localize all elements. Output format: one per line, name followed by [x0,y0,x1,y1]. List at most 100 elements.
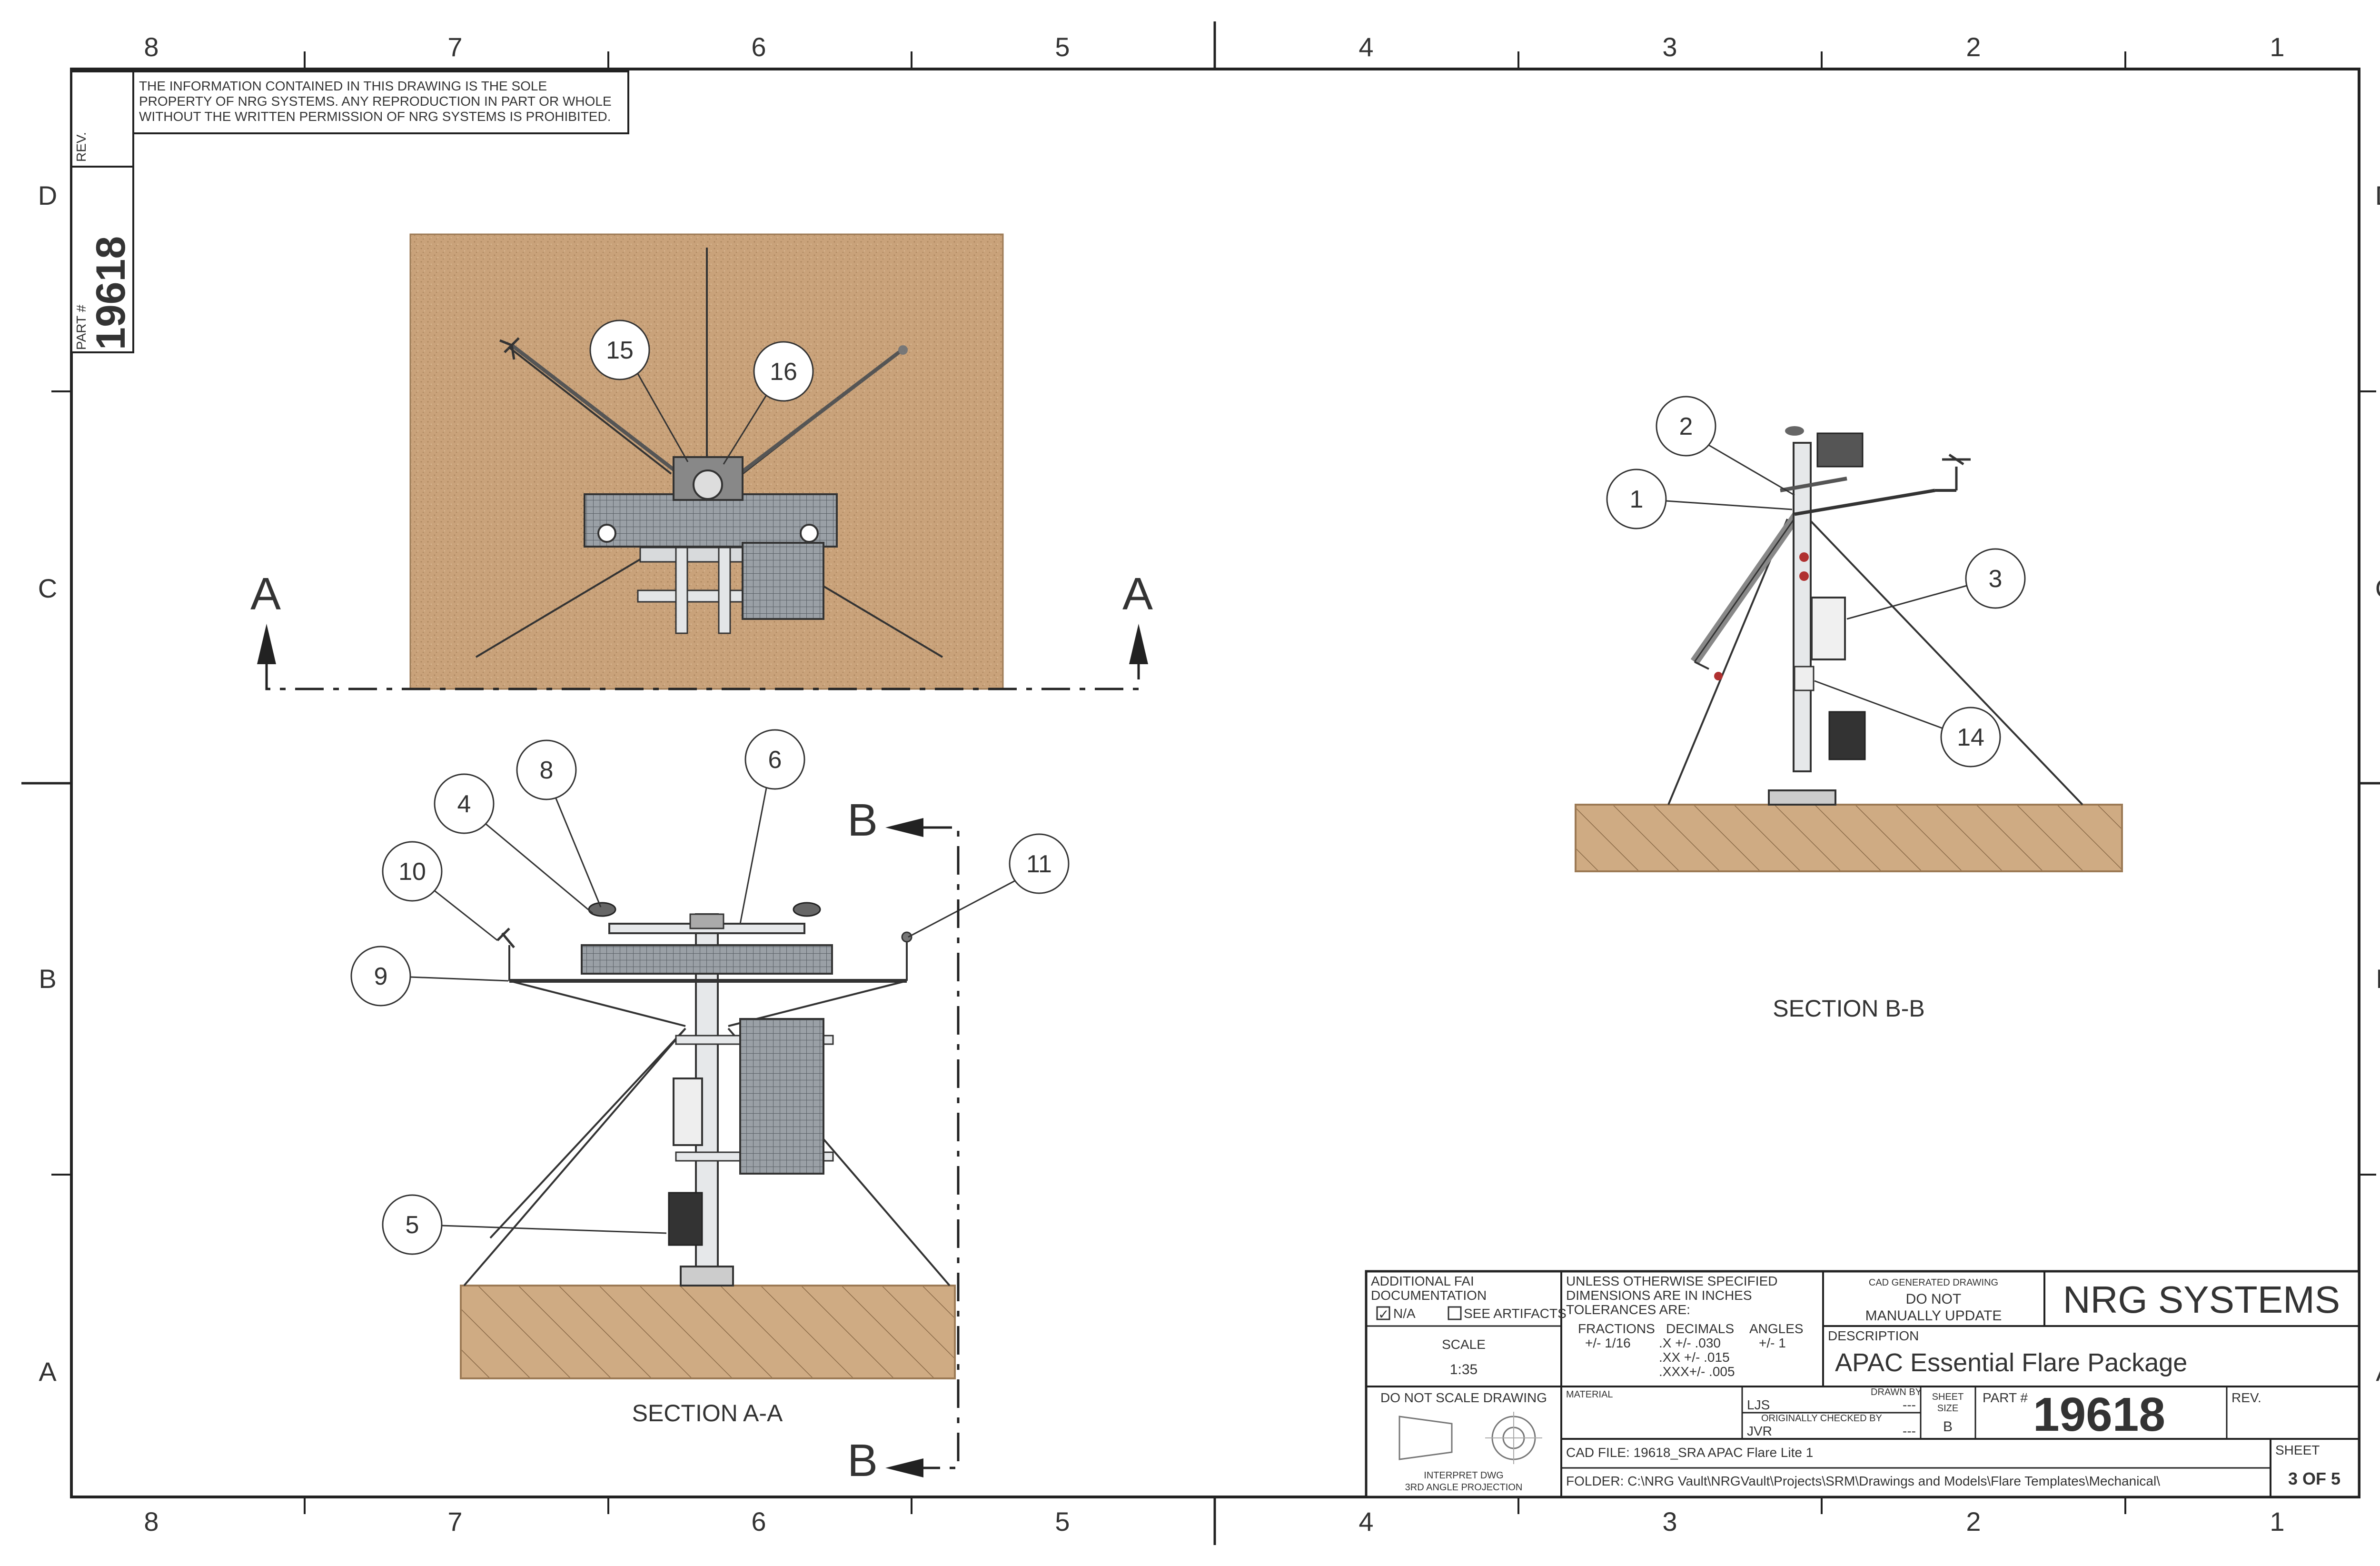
section-aa-ground [460,1285,956,1379]
svg-text:8: 8 [540,757,554,784]
tb-scale-label: SCALE [1442,1337,1486,1352]
zone-col-bottom-7: 7 [447,1506,462,1536]
section-bb-caption: SECTION B-B [1773,995,1924,1022]
balloon-10: 10 [382,841,498,941]
tb-fai-line1: ADDITIONAL FAI [1371,1274,1474,1288]
tb-interpret-line1: INTERPRET DWG [1424,1470,1503,1481]
notice-line-2: PROPERTY OF NRG SYSTEMS. ANY REPRODUCTIO… [139,94,612,109]
zone-row-right-d: D [2375,180,2380,210]
tb-angles-value: +/- 1 [1759,1336,1786,1350]
zone-col-top-4: 4 [1359,32,1373,62]
tb-scale-value: 1:35 [1450,1362,1478,1377]
top-view-solar-array [584,493,838,548]
side-part-number: 19618 [88,236,134,350]
tb-cad-file: CAD FILE: 19618_SRA APAC Flare Lite 1 [1566,1445,1813,1460]
svg-text:16: 16 [770,358,797,386]
zone-col-top-7: 7 [447,32,462,62]
top-view [409,233,1004,690]
balloon-4: 4 [434,773,593,914]
tb-interpret-line2: 3RD ANGLE PROJECTION [1405,1482,1523,1493]
tb-tol-line3: TOLERANCES ARE: [1566,1302,1690,1317]
tb-fractions-label: FRACTIONS [1578,1321,1655,1336]
side-part-tab: REV. PART # 19618 [70,70,134,353]
balloon-16: 16 [723,341,814,465]
svg-text:14: 14 [1957,724,1984,751]
tb-drawn-by-label: DRAWN BY [1871,1387,1922,1397]
tb-drawn-by-dash: --- [1903,1397,1916,1412]
zone-row-right-a: A [2376,1357,2380,1386]
svg-text:6: 6 [768,746,782,774]
tb-material-label: MATERIAL [1566,1389,1613,1400]
section-b-label-bottom: B [847,1435,878,1486]
tb-checked-by-label: ORIGINALLY CHECKED BY [1761,1413,1882,1424]
tb-cad-line2: DO NOT [1906,1291,1962,1307]
tb-tol-line2: DIMENSIONS ARE IN INCHES [1566,1288,1752,1303]
section-bb-view [1575,426,2123,872]
tb-fai-na-checkbox [1376,1306,1390,1320]
third-angle-projection-icon [1398,1412,1542,1464]
section-aa-solar-array [581,944,833,975]
zone-col-top-1: 1 [2270,32,2284,62]
tb-checked-by-dash: --- [1903,1424,1916,1438]
zone-row-left-d: D [38,180,57,210]
balloon-15: 15 [589,319,689,462]
tb-fai-artifacts: SEE ARTIFACTS [1464,1306,1567,1321]
zone-col-bottom-1: 1 [2270,1506,2284,1536]
section-bb-ground [1575,804,2123,872]
zone-row-left-c: C [38,573,57,603]
tb-part-label: PART # [1983,1390,2028,1405]
zone-col-bottom-5: 5 [1055,1506,1070,1536]
zone-col-bottom-8: 8 [144,1506,159,1536]
svg-text:2: 2 [1679,413,1693,440]
section-bb-battery [1828,711,1866,760]
balloon-6: 6 [739,729,805,924]
svg-text:1: 1 [1630,486,1644,513]
tb-fai-line2: DOCUMENTATION [1371,1288,1487,1303]
zone-row-right-b: B [2376,964,2380,994]
tb-fractions-value: +/- 1/16 [1585,1336,1631,1350]
tb-sheet-size-label1: SHEET [1932,1392,1964,1402]
tb-sheet-size-label2: SIZE [1937,1403,1958,1414]
tb-description-label: DESCRIPTION [1828,1328,1919,1343]
title-block [1365,1270,2360,1498]
tb-decimals-xx: .XX +/- .015 [1659,1350,1730,1365]
zone-col-bottom-6: 6 [751,1506,766,1536]
balloon-8: 8 [516,739,602,908]
section-aa-enclosure-panel [739,1018,824,1175]
zone-row-left-a: A [39,1357,57,1386]
section-aa-battery [668,1192,703,1246]
tb-sheet-label: SHEET [2275,1443,2320,1457]
zone-col-bottom-4: 4 [1359,1506,1373,1536]
tb-decimals-x: .X +/- .030 [1659,1336,1721,1350]
svg-text:15: 15 [606,337,634,364]
balloon-11: 11 [908,833,1070,938]
svg-text:10: 10 [398,858,426,886]
section-a-label-right: A [1122,569,1153,619]
zone-row-left-b: B [39,964,56,994]
tb-angles-label: ANGLES [1749,1321,1804,1336]
zone-col-top-2: 2 [1966,32,1981,62]
section-a-label-left: A [250,569,281,619]
tb-fai-artifacts-checkbox [1448,1306,1462,1320]
balloon-1: 1 [1606,469,1793,529]
tb-cad-line3: MANUALLY UPDATE [1865,1308,2002,1324]
zone-col-top-5: 5 [1055,32,1070,62]
tb-sheet-value: 3 OF 5 [2288,1469,2340,1488]
balloon-5: 5 [382,1194,667,1255]
svg-text:9: 9 [374,963,388,990]
balloon-14: 14 [1814,680,2001,768]
svg-text:11: 11 [1026,850,1052,878]
zone-col-bottom-2: 2 [1966,1506,1981,1536]
svg-text:3: 3 [1989,565,2003,593]
section-a-cut-line [257,624,1148,690]
section-aa-view [460,902,956,1379]
tb-drawn-by: LJS [1747,1397,1770,1412]
section-b-cut-line [885,818,960,1477]
tb-do-not-scale: DO NOT SCALE DRAWING [1380,1390,1547,1405]
tb-checked-by: JVR [1747,1424,1772,1438]
proprietary-notice: THE INFORMATION CONTAINED IN THIS DRAWIN… [132,70,629,134]
tb-rev-label: REV. [2231,1390,2261,1405]
section-bb-mast [1793,442,1812,772]
top-view-enclosure [742,542,824,620]
